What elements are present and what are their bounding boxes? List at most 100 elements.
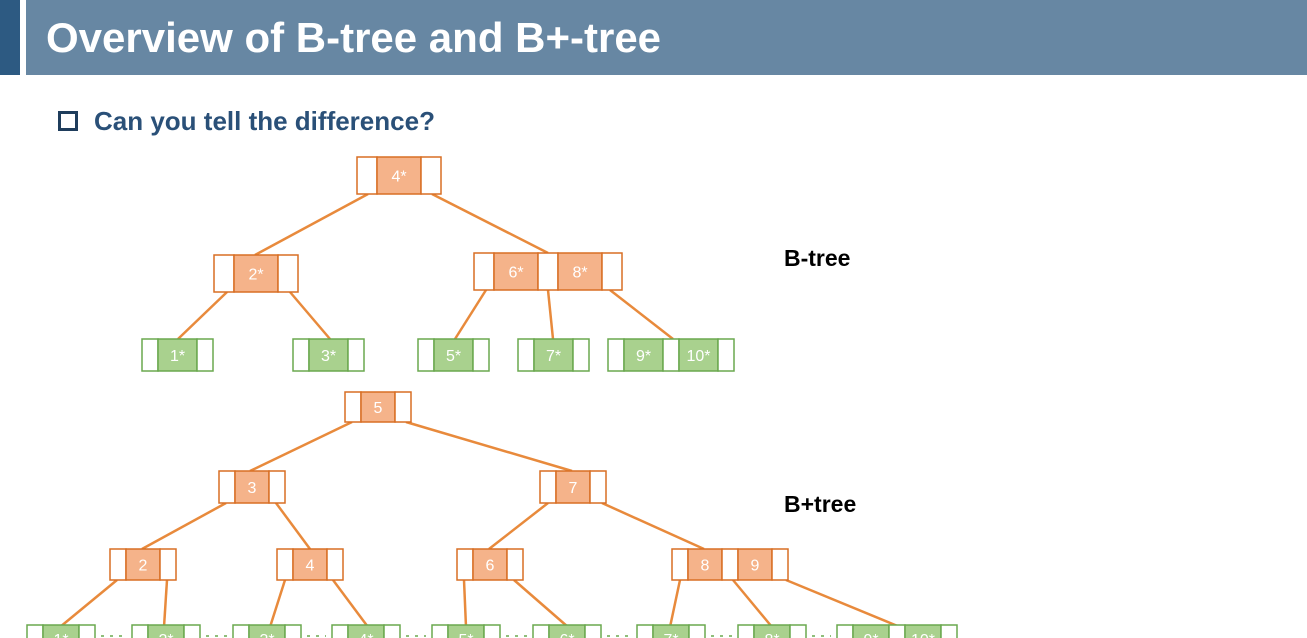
key-label: 2 (139, 558, 148, 575)
btree-edge (431, 192, 549, 255)
key-cell (248, 624, 286, 638)
pointer-cell (183, 624, 201, 638)
pointer-cell (78, 624, 96, 638)
key-cell (753, 624, 791, 638)
key-cell (737, 548, 773, 581)
btree-inner-node-2: 6* 8* (473, 252, 623, 291)
bplustree-edge (601, 501, 705, 551)
pointer-cell (109, 548, 127, 581)
btree-edge (453, 289, 488, 340)
pointer-cell (347, 338, 365, 372)
pointer-cell (159, 548, 177, 581)
key-label: 3 (248, 480, 257, 497)
bplustree-inner-node-2: 7 (539, 470, 607, 504)
key-label: 8* (572, 265, 587, 282)
pointer-cell (836, 624, 854, 638)
bplustree-edge (513, 579, 569, 628)
header-accent-bar (0, 0, 20, 75)
pointer-cell (268, 470, 286, 504)
btree-leaf-node-1: 1* (141, 338, 214, 372)
key-label: 6 (486, 558, 495, 575)
bplustree-edge (732, 579, 773, 628)
key-label: 5* (458, 632, 473, 638)
bplustree-edge (59, 579, 118, 628)
btree-inner-node-1: 2* (213, 254, 299, 293)
bplustree-leaf-node-6: 6* (532, 624, 602, 638)
pointer-cell (532, 624, 550, 638)
btree-edge (546, 289, 555, 340)
key-label: 9* (636, 348, 651, 365)
key-cell (548, 624, 586, 638)
bullet-point: Can you tell the difference? (58, 104, 435, 138)
pointer-cell (420, 156, 442, 195)
slide-header (0, 0, 1307, 75)
pointer-cell (506, 548, 524, 581)
pointer-cell (517, 338, 535, 372)
key-label: 9* (863, 632, 878, 638)
key-label: 4 (306, 558, 315, 575)
pointer-cell (888, 624, 906, 638)
key-label: 1* (170, 348, 185, 365)
pointer-cell (940, 624, 958, 638)
pointer-cell (292, 338, 310, 372)
pointer-cell (26, 624, 44, 638)
key-label: 7* (663, 632, 678, 638)
key-label: 8 (701, 558, 710, 575)
bplustree-leaf-node-1: 1* (26, 624, 96, 638)
pointer-cell (584, 624, 602, 638)
key-label: 10* (911, 632, 935, 638)
pointer-cell (473, 252, 495, 291)
pointer-cell (141, 338, 159, 372)
pointer-cell (131, 624, 149, 638)
key-label: 5* (446, 348, 461, 365)
bplustree-inner-node-1: 3 (218, 470, 286, 504)
pointer-cell (601, 252, 623, 291)
pointer-cell (431, 624, 449, 638)
key-label: 7 (569, 480, 578, 497)
bplustree-leaf-node-3: 3* (232, 624, 302, 638)
btree-leaf-node-4: 7* (517, 338, 590, 372)
key-label: 8* (764, 632, 779, 638)
bplustree-edge (462, 579, 468, 628)
pointer-cell (276, 548, 294, 581)
key-cell (347, 624, 385, 638)
pointer-cell (737, 624, 755, 638)
key-cell (904, 624, 942, 638)
key-cell (42, 624, 80, 638)
bplustree-edge (405, 420, 573, 473)
bplustree-inner-node-5: 6 (456, 548, 524, 581)
key-cell (308, 338, 349, 372)
bplustree-label: B+tree (784, 491, 857, 517)
bplustree-edge (331, 579, 370, 628)
bplustree-edge (668, 579, 682, 628)
pointer-cell (356, 156, 378, 195)
btree-edge (609, 289, 674, 340)
pointer-cell (607, 338, 625, 372)
pointer-cell (771, 548, 789, 581)
btree-label: B-tree (784, 245, 851, 271)
key-label: 6* (508, 265, 523, 282)
pointer-cell (662, 338, 680, 372)
pointer-cell (277, 254, 299, 293)
bplustree-leaf-node-8: 8* (737, 624, 807, 638)
key-cell (433, 338, 474, 372)
pointer-cell (572, 338, 590, 372)
bplustree-edge (249, 420, 353, 473)
bplustree-leaf-node-4: 4* (331, 624, 401, 638)
key-label: 7* (546, 348, 561, 365)
key-cell (555, 470, 591, 504)
bplustree-edge (785, 578, 901, 629)
slide-title: Overview of B-tree and B+-tree (46, 14, 662, 61)
bplustree-edge (141, 501, 227, 551)
pointer-cell (589, 470, 607, 504)
btree-edge (177, 291, 228, 340)
key-cell (652, 624, 690, 638)
pointer-cell (331, 624, 349, 638)
key-cell (360, 391, 396, 423)
square-bullet-icon (58, 111, 78, 131)
key-cell (852, 624, 890, 638)
key-cell (147, 624, 185, 638)
key-label: 2* (158, 632, 173, 638)
